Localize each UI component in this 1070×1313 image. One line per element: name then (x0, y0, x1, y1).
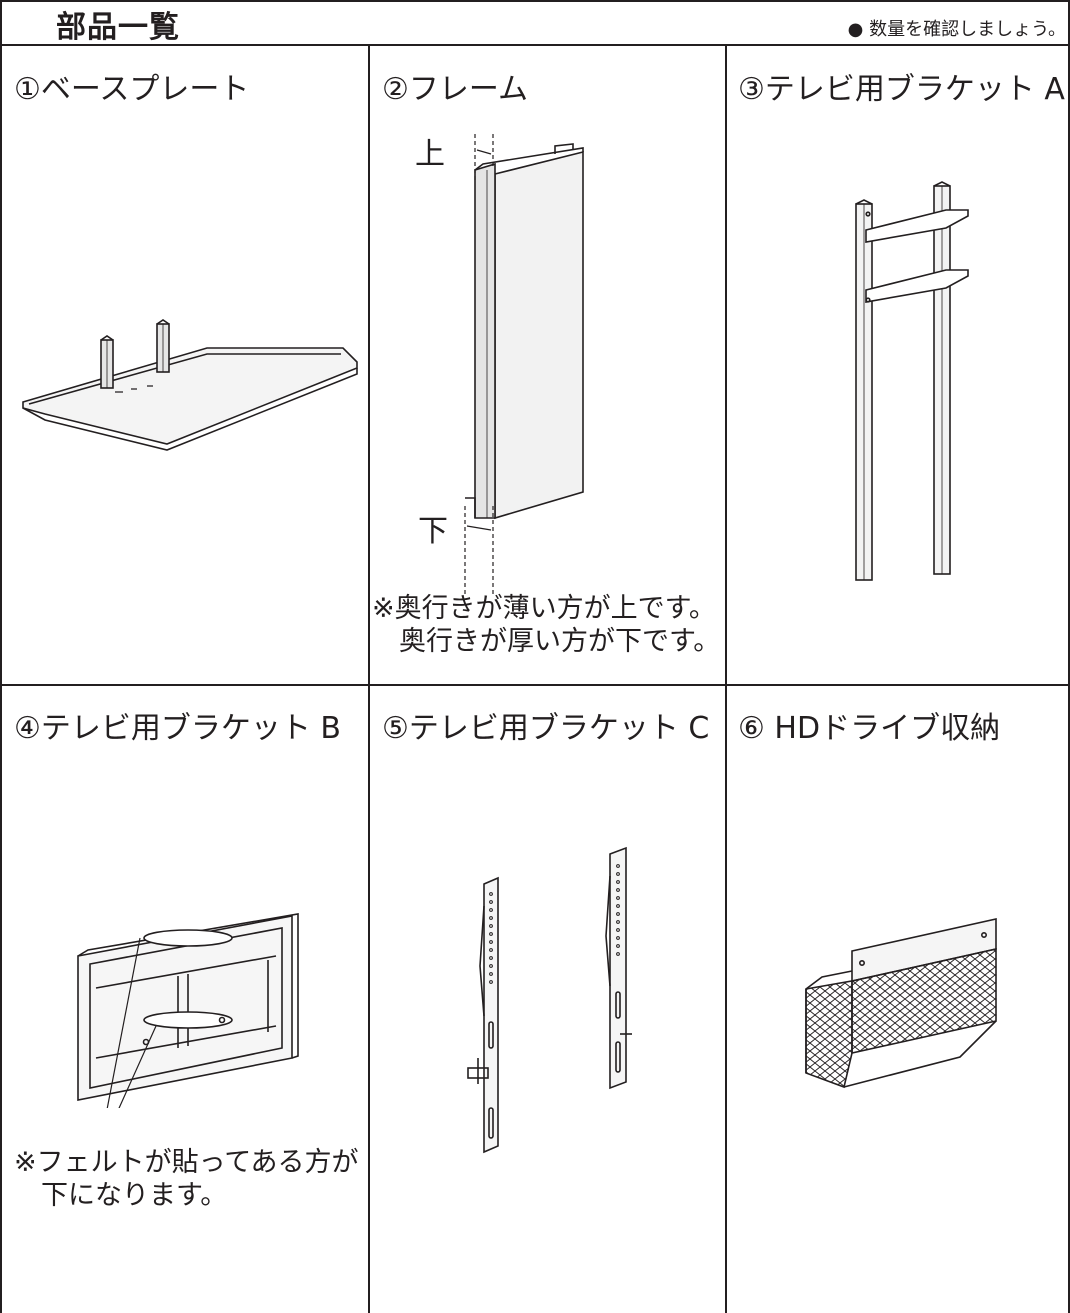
header-bar: 部品一覧 ● 数量を確認しましょう。 (0, 0, 1070, 46)
tv-bracket-a-illustration (855, 181, 969, 581)
frame-left-border (0, 0, 2, 1313)
quantity-check-note: ● 数量を確認しましょう。 (847, 19, 1066, 40)
felt-side-remark: ※フェルトが貼ってある方が 下になります。 (14, 1147, 359, 1211)
page-title: 部品一覧 (56, 10, 180, 45)
frame-illustration (464, 134, 584, 596)
part-label-base-plate: ①ベースプレート (14, 72, 250, 107)
parts-grid: ①ベースプレート ②フレーム 上 下 (0, 46, 1070, 1313)
grid-divider-2 (725, 46, 727, 1313)
frame-top-mark: 上 (415, 137, 445, 172)
part-label-tv-bracket-a: ③テレビ用ブラケット A (738, 72, 1065, 107)
tv-bracket-c-illustration (467, 846, 632, 1154)
frame-bottom-mark: 下 (418, 514, 448, 549)
part-label-tv-bracket-b: ④テレビ用ブラケット B (14, 711, 342, 746)
frame-top-border (0, 0, 1070, 2)
hd-drive-storage-illustration (805, 918, 997, 1089)
grid-divider-1 (368, 46, 370, 1313)
part-label-hd-drive-storage: ⑥ HDドライブ収納 (738, 711, 1001, 746)
part-label-tv-bracket-c: ⑤テレビ用ブラケット C (382, 711, 710, 746)
grid-row-divider (0, 684, 1070, 686)
frame-orientation-remark: ※奥行きが薄い方が上です。 奥行きが厚い方が下です。 (372, 593, 721, 657)
base-plate-illustration (22, 319, 358, 451)
tv-bracket-b-illustration (77, 913, 299, 1108)
part-label-frame: ②フレーム (382, 72, 528, 107)
frame-right-border (1068, 0, 1070, 1313)
